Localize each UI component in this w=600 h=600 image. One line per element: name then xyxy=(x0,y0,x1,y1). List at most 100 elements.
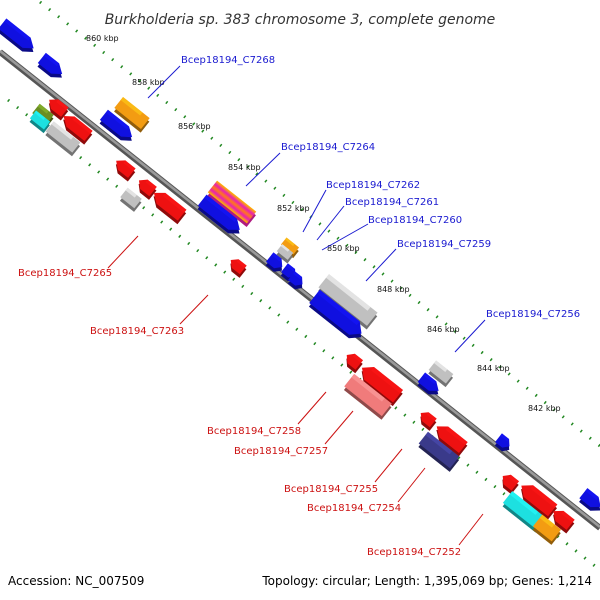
gene-c7270-glyph[interactable] xyxy=(0,18,39,57)
gene-c7264c-glyph[interactable] xyxy=(196,194,246,239)
gene-c7269[interactable] xyxy=(37,52,66,79)
gene-c7264[interactable] xyxy=(207,180,257,224)
gene-label-c7265[interactable]: Bcep18194_C7265 xyxy=(18,268,112,279)
gene-c7258a-glyph[interactable] xyxy=(341,350,364,374)
accession-text: Accession: NC_007509 xyxy=(8,574,144,588)
gene-c7267-glyph[interactable] xyxy=(98,109,138,146)
gene-c7251-highlight xyxy=(539,514,555,528)
gene-c7252[interactable] xyxy=(517,480,558,517)
gene-c7251b-highlight xyxy=(561,510,575,523)
gene-c7253-highlight xyxy=(500,433,510,442)
gene-c7252-highlight xyxy=(530,485,558,508)
gene-c7256b-glyph[interactable] xyxy=(416,372,444,399)
gene-c7264-glyph[interactable] xyxy=(206,180,258,228)
gene-features xyxy=(0,18,600,545)
gene-c7260b-glyph[interactable] xyxy=(286,271,307,292)
gene-label-c7252[interactable]: Bcep18194_C7252 xyxy=(367,547,461,558)
gene-c7254-highlight xyxy=(425,431,453,455)
gene-c7265-glyph[interactable] xyxy=(58,111,95,145)
gene-c7269-highlight xyxy=(43,52,60,67)
gene-c7263-highlight xyxy=(162,192,187,213)
gene-c7268-glyph[interactable] xyxy=(112,96,151,133)
gene-c7258[interactable] xyxy=(357,361,403,403)
gene-c7270[interactable] xyxy=(0,18,38,53)
gene-c7262-glyph[interactable] xyxy=(279,237,301,259)
gene-label-c7264[interactable]: Bcep18194_C7264 xyxy=(281,142,375,153)
gene-c7266a-glyph[interactable] xyxy=(44,95,71,121)
gene-label-c7257[interactable]: Bcep18194_C7257 xyxy=(234,446,328,457)
gene-c7255[interactable] xyxy=(432,421,468,454)
gene-c7256b[interactable] xyxy=(417,372,443,395)
gene-c7266b[interactable] xyxy=(32,103,54,125)
gene-c7262-highlight xyxy=(284,237,295,246)
gene-label-c7258[interactable]: Bcep18194_C7258 xyxy=(207,426,301,437)
gene-c7257-highlight xyxy=(351,373,385,402)
gene-label-c7261[interactable]: Bcep18194_C7261 xyxy=(345,197,439,208)
gene-c7264b-glyph[interactable] xyxy=(111,156,138,182)
gene-label-c7255[interactable]: Bcep18194_C7255 xyxy=(284,484,378,495)
gene-label-c7254[interactable]: Bcep18194_C7254 xyxy=(307,503,401,514)
gene-c7252b-highlight xyxy=(509,491,539,515)
gene-c7263a-glyph[interactable] xyxy=(133,176,158,200)
gene-c7258a-highlight xyxy=(352,353,363,363)
gene-c7254-glyph[interactable] xyxy=(417,431,461,472)
gene-c7261-glyph[interactable] xyxy=(264,252,287,275)
gene-c7266c-glyph[interactable] xyxy=(28,110,52,134)
gene-c7259-glyph[interactable] xyxy=(317,274,380,330)
gene-label-c7256[interactable]: Bcep18194_C7256 xyxy=(486,309,580,320)
gene-label-c7260[interactable]: Bcep18194_C7260 xyxy=(368,215,462,226)
gene-label-c7262[interactable]: Bcep18194_C7262 xyxy=(326,180,420,191)
gene-c7250-glyph[interactable] xyxy=(577,488,600,515)
gene-c7254[interactable] xyxy=(418,431,460,469)
gene-c7259b-glyph[interactable] xyxy=(307,289,368,344)
gene-label-c7259[interactable]: Bcep18194_C7259 xyxy=(397,239,491,250)
gene-c7263c-highlight xyxy=(236,259,247,269)
gene-c7250[interactable] xyxy=(579,488,600,512)
gene-c7251-glyph[interactable] xyxy=(531,514,563,545)
gene-c7255-glyph[interactable] xyxy=(430,421,469,457)
gene-c7263b-glyph[interactable] xyxy=(118,187,143,212)
gene-c7267-highlight xyxy=(105,109,130,130)
gene-c7265b-glyph[interactable] xyxy=(44,121,82,157)
gene-c7259b-highlight xyxy=(316,289,360,326)
scale-label: 850 kbp xyxy=(327,244,360,253)
gene-c7265[interactable] xyxy=(59,111,93,142)
gene-c7251b-glyph[interactable] xyxy=(547,506,576,534)
gene-c7257-glyph[interactable] xyxy=(342,373,393,420)
gene-c7265-highlight xyxy=(72,116,93,134)
gene-c7252b[interactable] xyxy=(502,491,546,529)
gene-c7263b[interactable] xyxy=(120,187,142,209)
gene-c7264c[interactable] xyxy=(197,194,244,236)
gene-c7253-glyph[interactable] xyxy=(493,433,514,454)
gene-c7256[interactable] xyxy=(428,360,454,384)
gene-c7252-glyph[interactable] xyxy=(515,480,559,520)
scale-label: 852 kbp xyxy=(277,204,310,213)
gene-c7256-glyph[interactable] xyxy=(427,360,455,388)
gene-c7267[interactable] xyxy=(99,109,136,143)
gene-c7262b[interactable] xyxy=(276,244,294,260)
gene-c7252a-glyph[interactable] xyxy=(497,471,520,495)
gene-c7255a-glyph[interactable] xyxy=(415,409,438,431)
scale-labels: 860 kbp 858 kbp 856 kbp 854 kbp 852 kbp … xyxy=(86,34,561,413)
gene-c7265b-highlight xyxy=(51,121,74,140)
gene-c7265b[interactable] xyxy=(45,121,81,153)
gene-c7260-highlight xyxy=(286,263,296,272)
gene-c7269-glyph[interactable] xyxy=(36,52,68,83)
gene-c7252b-glyph[interactable] xyxy=(501,491,547,533)
scale-ticks xyxy=(7,0,600,572)
gene-c7259[interactable] xyxy=(318,274,378,326)
gene-c7266c[interactable] xyxy=(29,110,51,130)
gene-c7262b-glyph[interactable] xyxy=(275,244,295,264)
gene-c7262[interactable] xyxy=(280,237,300,255)
gene-c7263c-glyph[interactable] xyxy=(225,256,248,278)
gene-label-c7268[interactable]: Bcep18194_C7268 xyxy=(181,55,275,66)
gene-c7268[interactable] xyxy=(114,96,150,130)
gene-c7263[interactable] xyxy=(150,187,187,221)
forward-label-leaders xyxy=(147,65,486,353)
gene-c7263-glyph[interactable] xyxy=(148,187,188,225)
gene-c7257[interactable] xyxy=(344,373,392,417)
gene-label-c7263[interactable]: Bcep18194_C7263 xyxy=(90,326,184,337)
gene-c7251[interactable] xyxy=(532,514,562,542)
gene-c7259b[interactable] xyxy=(309,289,367,341)
gene-c7258-glyph[interactable] xyxy=(355,361,404,407)
